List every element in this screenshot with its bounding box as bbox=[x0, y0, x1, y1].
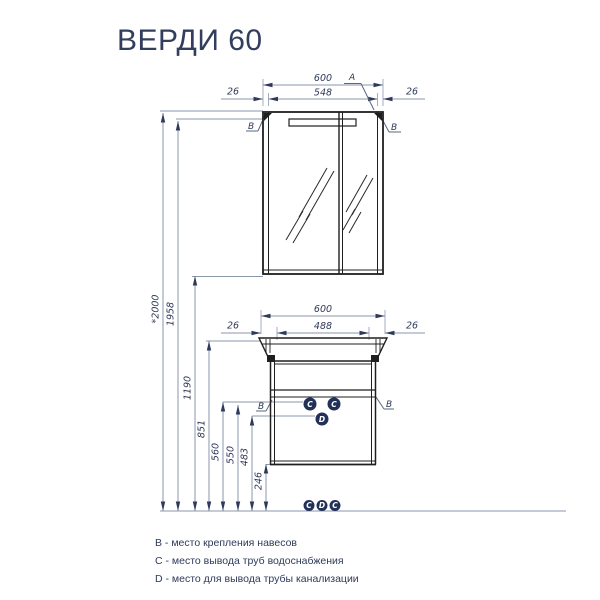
page-title: ВЕРДИ 60 bbox=[117, 24, 263, 57]
hanger-wedge-right bbox=[374, 113, 382, 121]
mirror-hanger-right-label: B bbox=[391, 123, 397, 133]
floor-marker-c-left: C bbox=[306, 501, 312, 510]
mirror-light-bar bbox=[288, 118, 357, 127]
drain-marker bbox=[315, 412, 329, 426]
water-supply-left-letter: C bbox=[307, 400, 313, 409]
vanity-side-left-dim: 26 bbox=[227, 321, 239, 332]
basin-bracket-right bbox=[371, 355, 379, 362]
vanity-dimensions: 600 488 26 26 B B bbox=[221, 304, 425, 412]
legend-item-hangers: B - место крепления навесов bbox=[155, 537, 298, 549]
water-supply-marker-left bbox=[303, 397, 317, 411]
dim-vanity-hanger-height: 560 bbox=[211, 443, 222, 461]
vanity-hanger-left-label: B bbox=[258, 402, 264, 412]
floor-marker-d: D bbox=[319, 501, 325, 510]
vanity-side-right-dim: 26 bbox=[406, 321, 418, 332]
vanity-cabinet: C C D bbox=[257, 337, 389, 466]
floor-pipe-markers: C D C bbox=[303, 500, 341, 511]
basin-bracket-left bbox=[267, 355, 275, 362]
drain-letter: D bbox=[319, 415, 325, 424]
dim-total-height: *2000 bbox=[151, 295, 162, 324]
mirror-hanger-left-label: B bbox=[248, 122, 254, 132]
water-supply-right-letter: C bbox=[331, 400, 337, 409]
mirror-cabinet-dimensions: 600 548 26 26 A B B bbox=[221, 73, 425, 133]
washbasin bbox=[257, 337, 389, 362]
legend: B - место крепления навесов C - место вы… bbox=[155, 534, 359, 588]
dim-mirror-bottom-height: 1190 bbox=[183, 376, 194, 400]
mirror-shine-marks bbox=[285, 167, 374, 244]
mirror-width-dim: 600 bbox=[314, 73, 332, 84]
hanger-wedge-left bbox=[264, 113, 272, 121]
legend-item-water-supply: C - место вывода труб водоснабжения bbox=[155, 555, 344, 567]
dim-mirror-hanger-height: 1958 bbox=[166, 302, 177, 326]
marker-a-label: A bbox=[348, 73, 355, 83]
mirror-side-left-dim: 26 bbox=[227, 87, 239, 98]
floor-marker-c-right: C bbox=[332, 501, 338, 510]
mirror-inner-dim: 548 bbox=[314, 88, 332, 99]
vanity-width-dim: 600 bbox=[314, 304, 332, 315]
vertical-dimension-chain: *2000 1958 1190 851 560 550 483 246 bbox=[151, 110, 566, 512]
dim-sink-top-height: 851 bbox=[197, 420, 208, 438]
dim-drain-height: 483 bbox=[240, 448, 251, 466]
dim-water-supply-height: 550 bbox=[226, 446, 237, 464]
water-supply-marker-right bbox=[327, 397, 341, 411]
dim-vanity-bottom-height: 246 bbox=[254, 472, 265, 490]
vanity-inner-dim: 488 bbox=[314, 321, 332, 332]
legend-item-drain: D - место для вывода трубы канализации bbox=[155, 573, 359, 585]
mirror-side-right-dim: 26 bbox=[406, 87, 418, 98]
mirror-cabinet bbox=[262, 111, 384, 275]
vanity-hanger-right-label: B bbox=[386, 400, 392, 410]
